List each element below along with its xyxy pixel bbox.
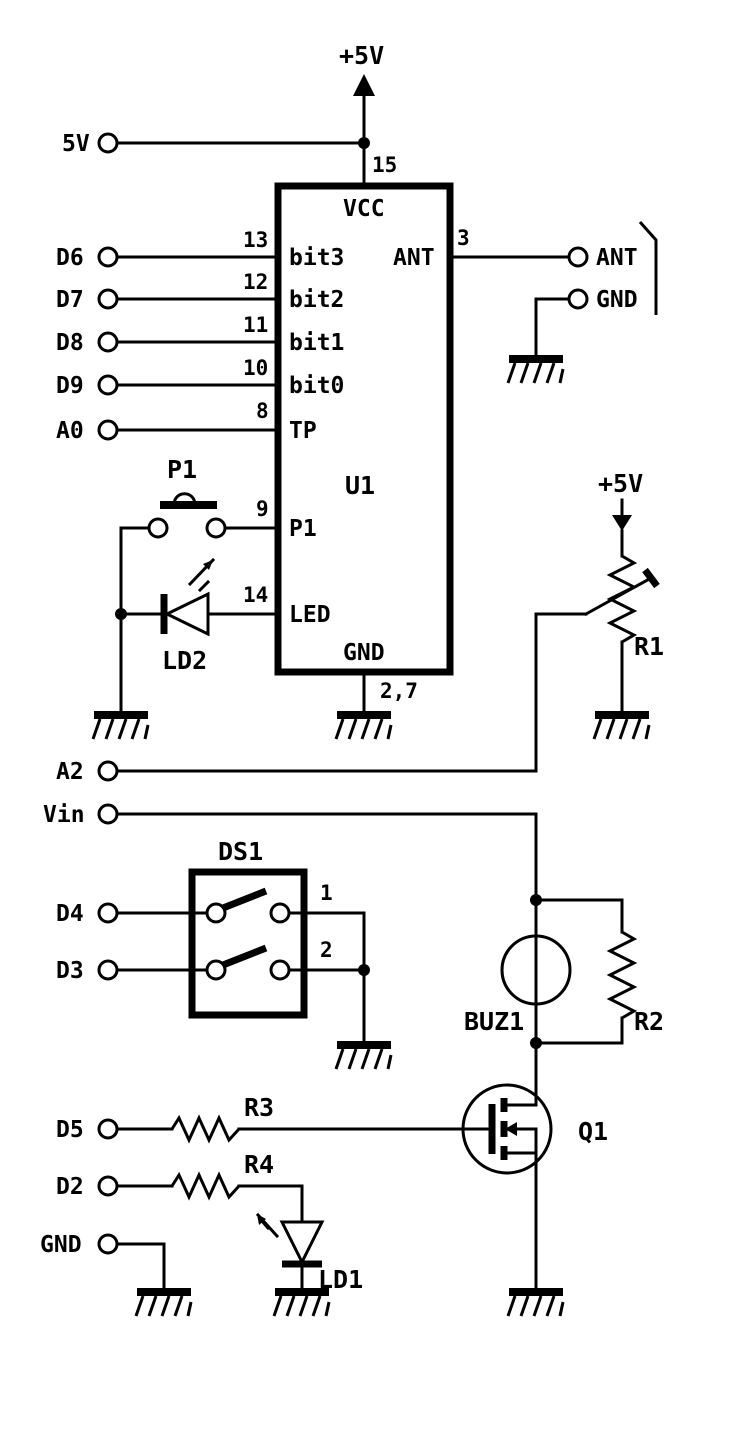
ic-gnd-label: GND [343, 640, 385, 666]
ground-symbol-ld1 [274, 1292, 329, 1316]
dip-switch-contacts [205, 887, 291, 981]
ds1-pin-2: 2 [320, 938, 333, 962]
connector-label-ant: ANT [596, 245, 638, 271]
pin-number-bit1: 11 [243, 313, 268, 337]
ground-symbol-r1 [594, 715, 649, 739]
connector-5v [97, 132, 119, 154]
ic-pin-label-bit2: bit2 [289, 287, 344, 313]
part-label-r2: R2 [634, 1007, 664, 1036]
pin-number-tp: 8 [256, 399, 269, 423]
part-label-ld1: LD1 [318, 1265, 363, 1294]
pin-number-led: 14 [243, 583, 268, 607]
connector-label-vin: Vin [43, 802, 85, 828]
connector-label-d8: D8 [56, 330, 84, 356]
connector-a2 [97, 760, 119, 782]
connector-label-d7: D7 [56, 287, 84, 313]
connector-d3 [97, 959, 119, 981]
connector-label-d3: D3 [56, 958, 84, 984]
ic-pin-label-led: LED [289, 602, 331, 628]
ground-symbol-q1 [508, 1292, 563, 1316]
connector-d9 [97, 374, 119, 396]
ground-symbol-p1 [93, 715, 148, 739]
connector-d2 [97, 1175, 119, 1197]
ic-pin-label-tp: TP [289, 418, 317, 444]
connector-ant-gnd [567, 288, 589, 310]
resistor-r4 [170, 1171, 241, 1201]
connector-label-d9: D9 [56, 373, 84, 399]
pin-number-ant: 3 [457, 226, 470, 250]
pin-number-bit0: 10 [243, 356, 268, 380]
ic-pin-label-p1: P1 [289, 516, 317, 542]
ground-symbol-gnd [136, 1292, 191, 1316]
ic-pin-label-ant: ANT [393, 245, 435, 271]
ic-vcc-label: VCC [343, 196, 385, 222]
supply-label-top: +5V [339, 41, 384, 70]
mosfet-q1-internals [488, 1098, 538, 1160]
connector-label-d4: D4 [56, 901, 84, 927]
connector-label-d5: D5 [56, 1117, 84, 1143]
pin-number-p1: 9 [256, 497, 269, 521]
connector-label-a2: A2 [56, 759, 84, 785]
connector-label-d2: D2 [56, 1174, 84, 1200]
connector-label-gnd: GND [40, 1232, 82, 1258]
led-ld2 [160, 557, 216, 637]
ic-pin-label-bit3: bit3 [289, 245, 344, 271]
potentiometer-wiper [583, 575, 654, 617]
connector-label-a0: A0 [56, 418, 84, 444]
pin-number-bit3: 13 [243, 228, 268, 252]
part-label-buz1: BUZ1 [464, 1007, 524, 1036]
led-ld1 [255, 1212, 325, 1268]
antenna-bracket [638, 221, 658, 315]
supply-arrow-pot [612, 515, 632, 531]
connector-vin [97, 803, 119, 825]
pushbutton-p1 [147, 492, 227, 539]
pin-number-gnd: 2,7 [380, 679, 418, 703]
part-label-r4: R4 [244, 1150, 274, 1179]
part-label-p1: P1 [167, 455, 197, 484]
ic-pin-label-bit1: bit1 [289, 330, 344, 356]
connector-label-5v: 5V [62, 131, 90, 157]
dip-switch-ds1 [188, 868, 308, 1019]
connector-d8 [97, 331, 119, 353]
part-label-ld2: LD2 [162, 646, 207, 675]
supply-label-pot: +5V [598, 469, 643, 498]
resistor-r3 [170, 1114, 241, 1144]
connector-d5 [97, 1118, 119, 1140]
ground-symbol-ds1 [336, 1045, 391, 1069]
part-label-ds1: DS1 [218, 837, 263, 866]
ic-pin-label-bit0: bit0 [289, 373, 344, 399]
connector-label-d6: D6 [56, 245, 84, 271]
connector-gnd [97, 1233, 119, 1255]
part-label-r3: R3 [244, 1093, 274, 1122]
connector-a0 [97, 419, 119, 441]
connector-ant [567, 246, 589, 268]
resistor-r2 [606, 930, 638, 1020]
ic-ref-label: U1 [345, 471, 375, 500]
part-label-r1: R1 [634, 632, 664, 661]
ds1-pin-1: 1 [320, 881, 333, 905]
ground-symbol-ant [508, 359, 563, 383]
part-label-q1: Q1 [578, 1117, 608, 1146]
connector-d6 [97, 246, 119, 268]
connector-d7 [97, 288, 119, 310]
ground-symbol-ic [336, 715, 391, 739]
pin-number-bit2: 12 [243, 270, 268, 294]
connector-d4 [97, 902, 119, 924]
pin-number-vcc: 15 [372, 153, 397, 177]
connector-label-ant-gnd: GND [596, 287, 638, 313]
